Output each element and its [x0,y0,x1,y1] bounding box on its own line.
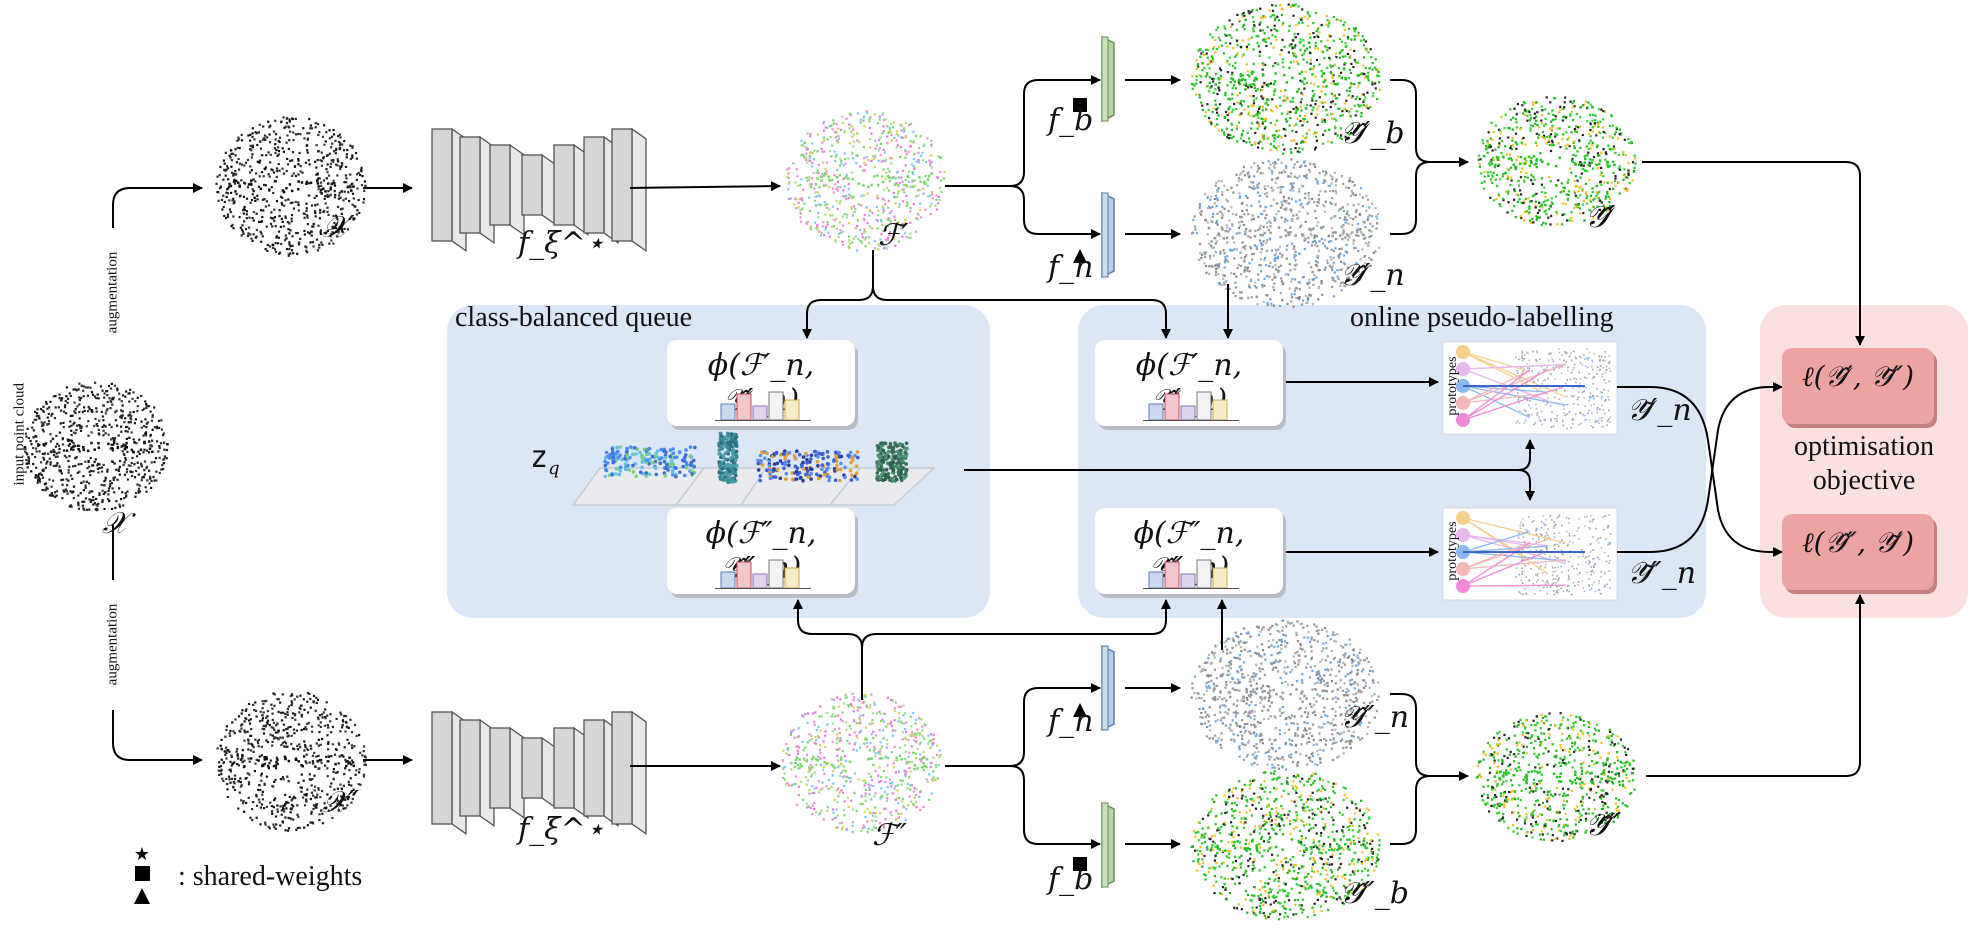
objective-label: optimisation objective [1794,431,1934,496]
label-fb-top: f_b [1048,103,1094,138]
label-x1: 𝒳′ [322,210,355,245]
prediction-cloud-yn1 [1191,158,1381,308]
arrow-merge-y1 [1390,79,1469,167]
arrow-yb2-merge [1390,775,1431,845]
queue-feature-card-top: ϕ(ℱ′_n, 𝒴̂′_n) [667,340,855,426]
histogram-icon [715,559,811,589]
queue-samples [603,431,909,485]
legend-text: : shared-weights [178,861,363,892]
histogram-icon [1143,559,1239,589]
label-y2: 𝒴̂″ [1585,808,1620,843]
histogram-icon [1143,391,1239,421]
prediction-cloud-yb1 [1190,3,1382,155]
arrow-queue-proto2 [1517,469,1535,501]
encoder-top [431,127,647,253]
arrow-f2-hb [1009,765,1101,849]
label-f1: ℱ′ [878,218,909,253]
arrow-yn1-merge [1390,161,1431,235]
histogram-icon [715,391,811,421]
arrow-merge-y2 [1390,693,1469,781]
label-encoder-top: f_ξ^⋆ [518,226,605,261]
head-n-top [1101,191,1115,279]
loss-box-bottom: ℓ(𝒴̂″, 𝒴̃′) [1782,514,1934,590]
arrow-f1-queue [802,250,874,339]
head-n-bottom [1101,644,1115,732]
head-b-bottom [1101,801,1115,889]
label-y1: 𝒴̂′ [1585,200,1616,235]
label-encoder-bottom: f_ξ^⋆ [518,812,605,847]
prediction-cloud-yn2 [1190,619,1380,771]
label-fn-top: f_n [1048,250,1094,285]
label-y-tilde-top: 𝒴̃′_n [1627,393,1692,428]
arrow-aug-top [112,183,203,345]
queue-plane [571,467,936,506]
legend-symbols: ★ [134,844,150,904]
input-label: input point cloud [11,383,28,486]
feature-cloud-f1 [786,110,946,252]
prediction-cloud-y2 [1475,712,1636,842]
head-b-top [1101,35,1115,123]
loss-box-top: ℓ(𝒴̂′, 𝒴̃″) [1782,348,1934,424]
point-cloud-x [24,381,169,512]
arrow-aug-bottom [112,525,203,765]
queue-feature-card-bottom: ϕ(ℱ″_n, 𝒴̂″_n) [667,508,855,594]
arrow-yt2-loss1 [1649,382,1783,553]
label-yb1: 𝒴̂′_b [1340,116,1405,151]
augmentation-label-top: augmentation [104,251,121,334]
prediction-cloud-y1 [1477,96,1637,227]
augmentation-label-bottom: augmentation [104,603,121,686]
loss-top: ℓ(𝒴̂′, 𝒴̃″) [1801,360,1915,393]
label-fn-bottom: f_n [1048,704,1094,739]
encoder-bottom [431,710,647,836]
prototype-graph-top [1442,341,1618,435]
arrow-f2-pseudo [861,599,1171,649]
loss-bottom: ℓ(𝒴̂″, 𝒴̃′) [1801,526,1915,559]
point-cloud-x2 [216,691,367,832]
pseudo-feature-card-bottom: ϕ(ℱ″_n, 𝒴̂″_n) [1095,508,1283,594]
label-y-tilde-bottom: 𝒴̃″_n [1627,556,1697,591]
legend-square-bottom [1073,857,1087,871]
label-yn2: 𝒴̂″_n [1340,700,1410,735]
arrow-f1-pseudo [872,285,1171,339]
arrow-f2-queue [793,599,863,700]
arrow-f1-hb [945,75,1101,187]
pseudo-label-title: online pseudo-labelling [1350,302,1614,333]
prediction-cloud-yb2 [1190,770,1381,921]
label-yn1: 𝒴̂′_n [1340,258,1405,293]
pseudo-feature-card-top: ϕ(ℱ′_n, 𝒴̂′_n) [1095,340,1283,426]
legend-triangle-top [1073,249,1087,263]
label-f2: ℱ″ [872,818,907,853]
label-fb-bottom: f_b [1048,862,1094,897]
label-x2: 𝒳″ [322,785,360,820]
arrow-f1-hn [1009,185,1101,239]
arrow-yt1-loss2 [1649,386,1783,557]
prototypes-label-top: prototypes [1445,356,1460,416]
legend-triangle-bottom [1073,703,1087,717]
arrow-enc-f1 [629,181,781,192]
label-x: 𝒳 [102,506,128,541]
prototypes-label-bottom: prototypes [1445,521,1460,581]
arrow-y2-loss2 [1646,594,1865,777]
legend-square-top [1073,98,1087,112]
label-yb2: 𝒴̂″_b [1340,876,1409,911]
queue-embedding-label: zq [530,440,560,479]
arrow-f2-hn [945,683,1101,767]
arrow-y1-loss1 [1642,161,1865,346]
point-cloud-x1 [215,116,367,257]
feature-cloud-f2 [781,692,942,834]
prototype-graph-bottom [1442,507,1618,601]
queue-title: class-balanced queue [455,302,693,333]
